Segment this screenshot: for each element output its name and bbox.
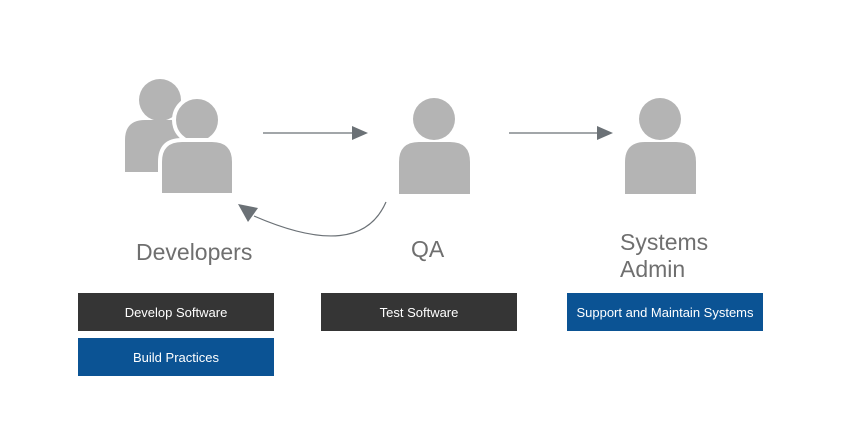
qa-label: QA [411, 236, 445, 262]
build-practices-box: Build Practices [78, 338, 274, 376]
arrow-qa-to-sysadmin [509, 126, 613, 140]
systems-admin-label-line2: Admin [620, 256, 686, 282]
systems-admin-label-line1: Systems [620, 229, 709, 255]
qa-person-icon [399, 98, 470, 194]
developers-label: Developers [136, 239, 253, 265]
systems-admin-label: Systems Admin [620, 229, 740, 283]
feedback-arrow-qa-to-dev [238, 201, 387, 237]
systems-admin-person-icon [625, 98, 696, 194]
arrow-dev-to-qa [263, 126, 368, 140]
develop-software-box: Develop Software [78, 293, 274, 331]
support-maintain-box: Support and Maintain Systems [567, 293, 763, 331]
test-software-box: Test Software [321, 293, 517, 331]
group-people-icon [125, 79, 236, 197]
